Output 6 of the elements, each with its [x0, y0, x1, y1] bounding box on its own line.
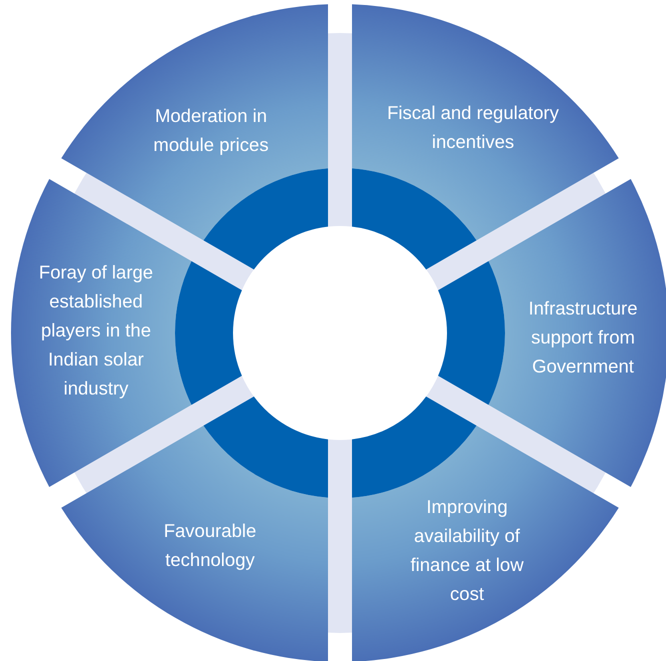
- segment-label: Infrastructure support from Government: [528, 296, 638, 378]
- segment-label: Improving availability of finance at low cost: [409, 495, 525, 606]
- segment-label: Favourable technology: [162, 519, 258, 572]
- segment-label: Fiscal and regulatory incentives: [386, 101, 560, 154]
- segment-label: Foray of large established players in the Indian solar industry: [38, 260, 154, 400]
- segment-label: Moderation in module prices: [152, 104, 270, 157]
